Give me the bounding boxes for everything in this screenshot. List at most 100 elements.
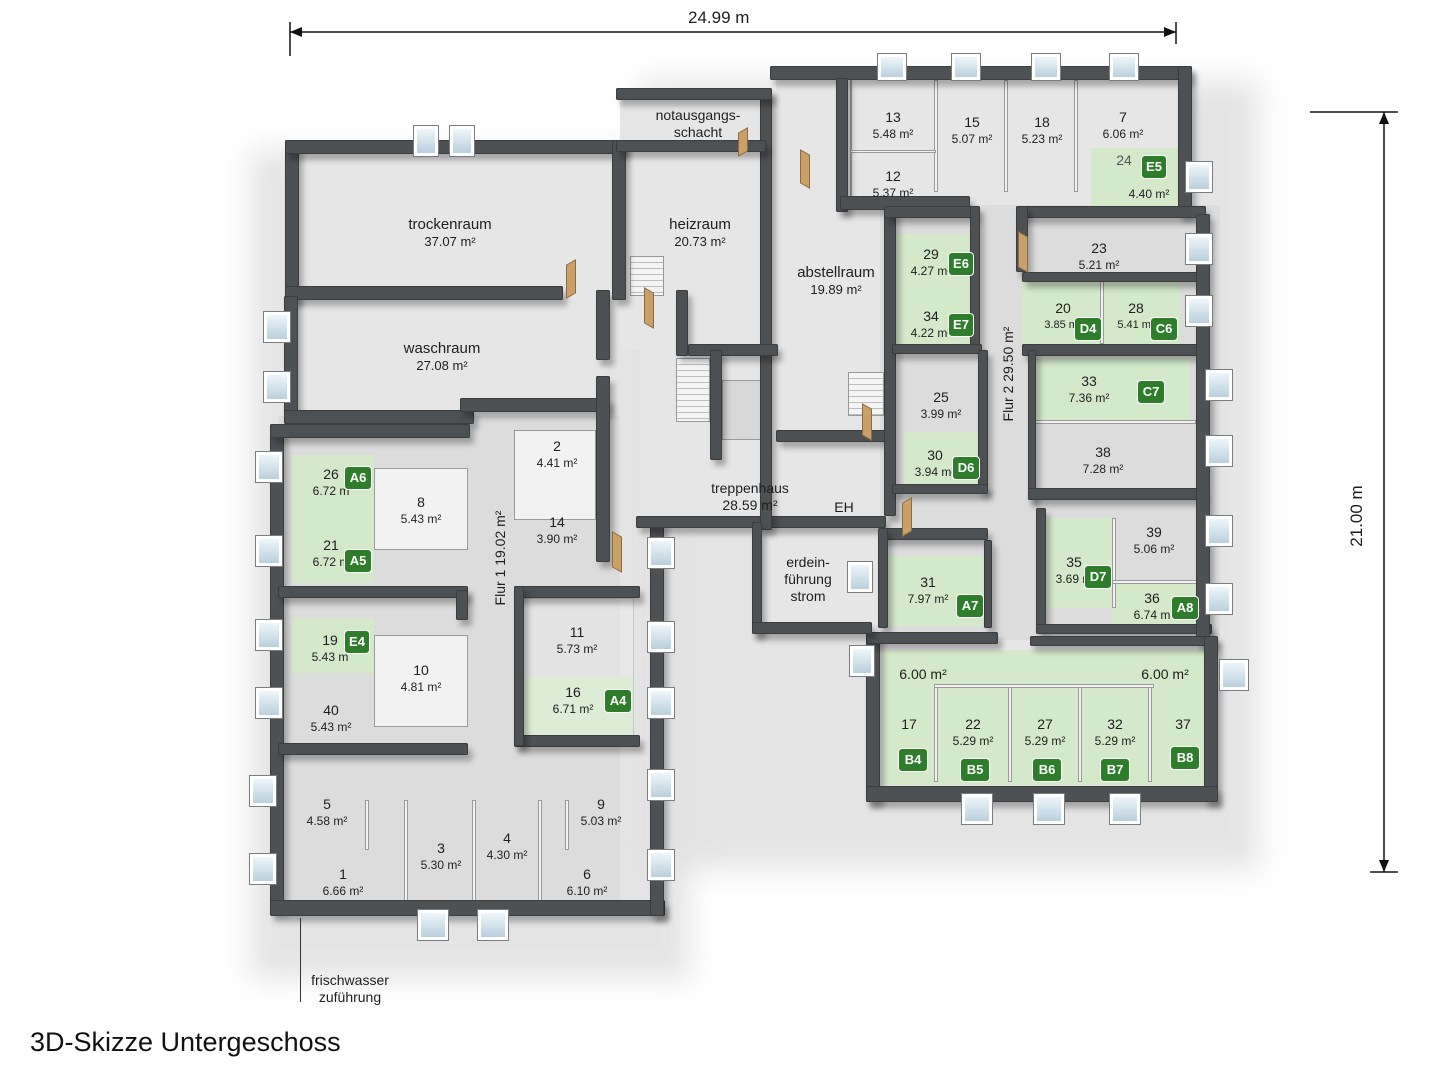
room-area: 5.29 m² — [1024, 734, 1066, 748]
badge-a4: A4 — [604, 689, 632, 713]
window — [1034, 794, 1064, 824]
wall — [1204, 636, 1218, 802]
partition — [850, 150, 936, 153]
frischwasser-pipe — [300, 918, 301, 1002]
room-area: 4.40 m² — [1128, 187, 1170, 201]
room-label-notausgang: notausgangs- schacht — [630, 107, 766, 141]
room-area: 6.74 m — [1133, 608, 1171, 622]
wall — [892, 344, 982, 354]
room-area: 4.27 m² — [910, 264, 952, 278]
width-dimension-label: 24.99 m — [688, 8, 750, 27]
room-name-line2: führung — [784, 571, 832, 587]
room-name-line2: zuführung — [318, 989, 382, 1005]
room-area-37: 6.00 m² — [1141, 666, 1189, 682]
room-number: 38 — [1095, 444, 1111, 460]
room-number: 22 — [965, 716, 981, 732]
room-area: 3.94 m² — [914, 465, 956, 479]
room-area: 7.28 m² — [1082, 462, 1124, 476]
room-area: 4.58 m² — [306, 814, 348, 828]
room-area: 4.30 m² — [486, 848, 528, 862]
room-label-abstellraum: abstellraum 19.89 m² — [776, 264, 896, 298]
wall — [970, 206, 980, 346]
room-area: 3.85 m² — [1044, 319, 1082, 331]
room-area: 5.30 m² — [420, 858, 462, 872]
window — [850, 646, 874, 676]
wall — [866, 632, 998, 644]
wall — [884, 206, 976, 218]
wall — [1028, 350, 1036, 500]
badge-b6: B6 — [1032, 758, 1062, 782]
room-name: treppenhaus — [711, 480, 789, 496]
badge-c7: C7 — [1137, 380, 1165, 404]
floor-waschraum — [292, 296, 604, 416]
badge-e5: E5 — [1141, 155, 1167, 179]
room-number: 15 — [964, 114, 980, 130]
wall — [285, 140, 299, 300]
badge-a8: A8 — [1171, 596, 1199, 620]
height-dimension-label: 21.00 m — [1347, 485, 1366, 547]
window — [648, 538, 674, 568]
window — [648, 622, 674, 652]
wall — [285, 286, 563, 300]
room-8-box — [374, 468, 468, 550]
badge-d6: D6 — [952, 456, 980, 480]
wall — [884, 210, 896, 516]
wall — [752, 622, 872, 634]
wall — [752, 522, 762, 634]
room-number: 29 — [923, 246, 939, 262]
room-number: 7 — [1119, 109, 1127, 125]
room-number: 14 — [549, 514, 565, 530]
room-area: 6.71 m² — [552, 702, 594, 716]
room-number-17: 17 — [901, 716, 917, 732]
room-area: 5.43 m² — [400, 512, 442, 526]
badge-e7: E7 — [948, 313, 974, 337]
badge-e4: E4 — [344, 630, 370, 654]
room-number: 30 — [927, 447, 943, 463]
room-number: 9 — [597, 796, 605, 812]
room-label-eh: EH — [834, 499, 854, 515]
room-area: 3.69 m — [1055, 572, 1093, 586]
wall — [1022, 272, 1198, 282]
window — [1206, 584, 1232, 614]
room-area: 6.10 m² — [566, 884, 608, 898]
badge-e6: E6 — [948, 252, 974, 276]
room-label-30: 30 3.94 m² — [900, 447, 970, 481]
window — [256, 620, 282, 650]
badge-b5: B5 — [960, 758, 990, 782]
room-label-waschraum: waschraum 27.08 m² — [372, 340, 512, 374]
room-area-24: 4.40 m² — [1120, 186, 1178, 203]
room-area: 5.41 m² — [1117, 319, 1155, 331]
wall — [460, 398, 610, 412]
window — [256, 536, 282, 566]
wall — [596, 376, 610, 562]
room-label-29: 29 4.27 m² — [896, 246, 966, 280]
room-area: 5.48 m² — [872, 127, 914, 141]
window — [256, 452, 282, 482]
room-label-36: 36 6.74 m — [1122, 590, 1182, 624]
room-name-line2: schacht — [673, 124, 723, 140]
wall — [270, 424, 470, 438]
room-area: 27.08 m² — [416, 358, 468, 373]
window — [1206, 436, 1232, 466]
room-area: 6.06 m² — [1102, 127, 1144, 141]
room-area: 20.73 m² — [674, 234, 726, 249]
arrow-right-icon — [1164, 27, 1176, 37]
wall — [1036, 508, 1046, 628]
room-number: 36 — [1144, 590, 1160, 606]
room-area: 5.37 m² — [872, 186, 914, 200]
badge-b8: B8 — [1170, 746, 1200, 770]
